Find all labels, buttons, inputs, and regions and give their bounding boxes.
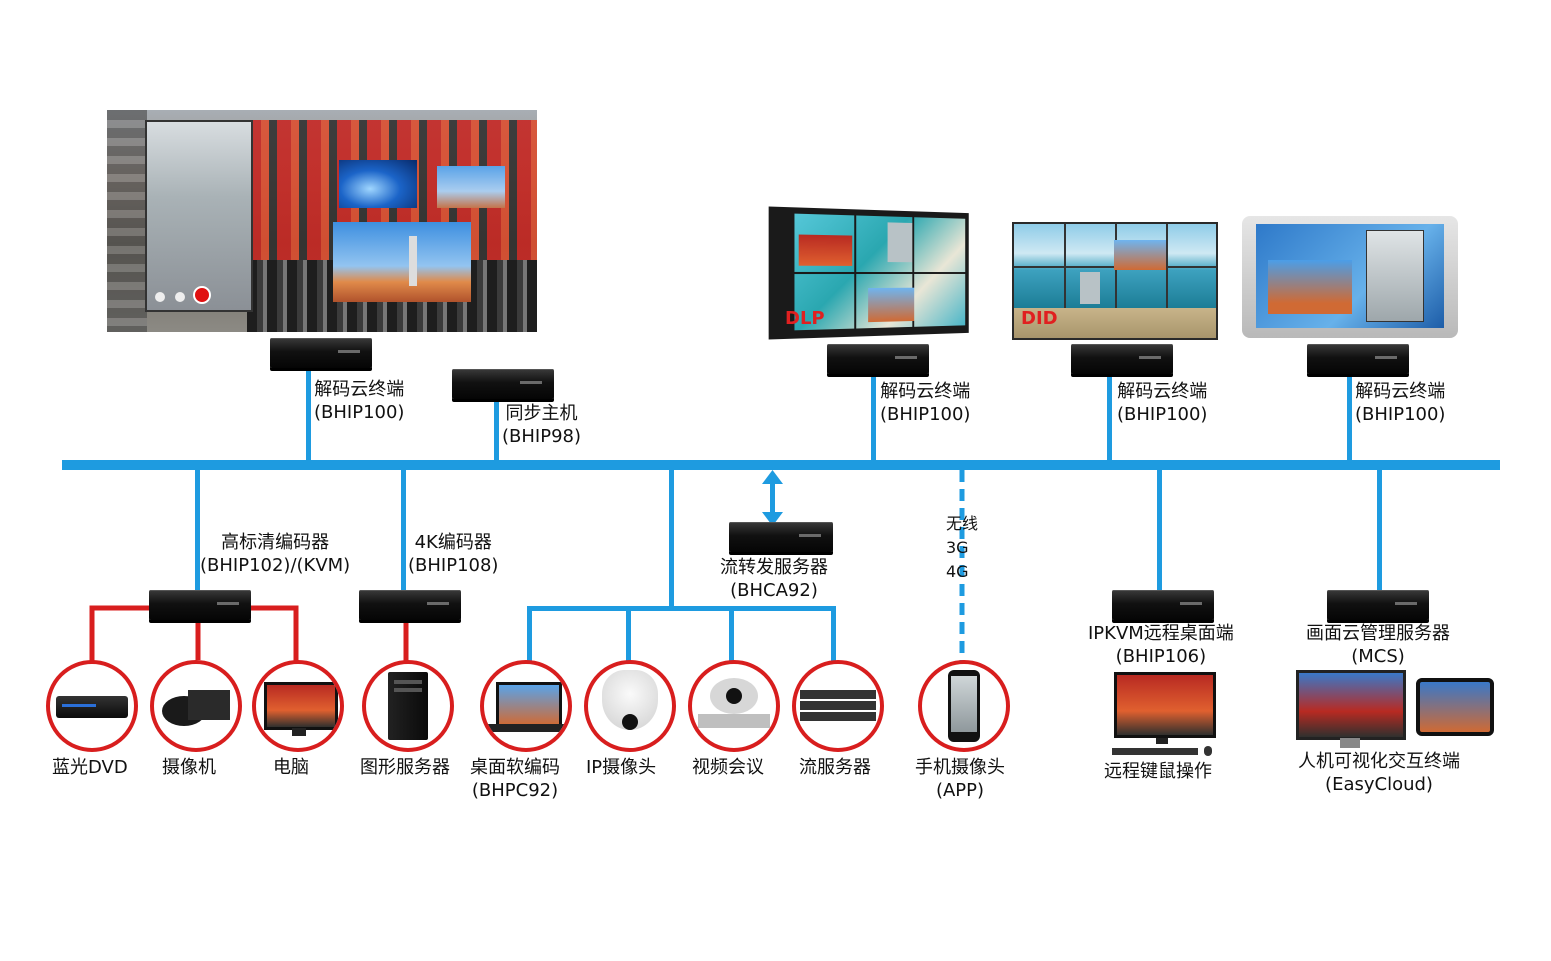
pc-icon [252,660,344,752]
bluray-label: 蓝光DVD [52,756,128,779]
terminal-1-label: 解码云终端(BHIP100) [314,378,404,424]
desktop-encoder-label: 桌面软编码(BHPC92) [470,756,560,802]
dlp-tag: DLP [785,308,825,329]
phone-camera-label: 手机摄像头(APP) [915,756,1005,802]
monitor-display [1242,216,1458,338]
ip-camera-label: IP摄像头 [586,756,656,779]
link-terminal-3 [1107,372,1112,460]
link-ipkvm [1157,470,1162,592]
link-4k-encoder [401,470,406,592]
link-desktop-group [669,470,674,608]
network-bus [62,460,1500,470]
remote-keyboard-label: 远程键鼠操作 [1104,760,1212,783]
stream-server-label: 流转发服务器(BHCA92) [720,556,828,602]
link-terminal-4 [1347,372,1352,460]
earth-view-panel [339,160,417,208]
phone-view-panel [145,120,253,312]
mcs-box [1327,590,1429,620]
did-tag: DID [1021,308,1058,329]
camcorder-label: 摄像机 [162,756,216,779]
video-conference-icon [688,660,780,752]
hd-encoder-label: 高标清编码器(BHIP102)/(KVM) [200,531,350,577]
decoder-terminal-1 [270,338,372,368]
hd-encoder-box [149,590,251,620]
terminal-2-label: 解码云终端(BHIP100) [880,380,970,426]
phone-camera-icon [918,660,1010,752]
link-mcs [1377,470,1382,592]
rocket-view-small [437,166,505,208]
double-arrow-icon [762,470,783,526]
led-video-wall [107,110,537,332]
bluray-icon [46,660,138,752]
decoder-terminal-3 [1071,344,1173,374]
rocket-view-large [333,222,471,302]
sync-host-label: 同步主机(BHIP98) [502,402,581,448]
decoder-terminal-2 [827,344,929,374]
stream-server-device-label: 流服务器 [799,756,871,779]
ipkvm-label: IPKVM远程桌面端(BHIP106) [1088,622,1234,668]
stream-server-icon [792,660,884,752]
graphics-server-label: 图形服务器 [360,756,450,779]
hmi-terminal-icon [1294,668,1490,752]
hmi-terminal-label: 人机可视化交互终端(EasyCloud) [1298,750,1460,796]
encoder-4k-label: 4K编码器(BHIP108) [408,531,498,577]
laptop-icon [480,660,572,752]
wireless-label: 无线3G4G [946,512,978,584]
mcs-label: 画面云管理服务器(MCS) [1306,622,1450,668]
ip-camera-icon [584,660,676,752]
pc-label: 电脑 [273,756,309,779]
link-sync-host [494,398,499,460]
ipkvm-box [1112,590,1214,620]
terminal-4-label: 解码云终端(BHIP100) [1355,380,1445,426]
camcorder-icon [150,660,242,752]
encoder-4k-box [359,590,461,620]
graphics-server-icon [362,660,454,752]
stream-server-box [729,522,833,552]
decoder-terminal-4 [1307,344,1409,374]
video-conference-label: 视频会议 [692,756,764,779]
terminal-3-label: 解码云终端(BHIP100) [1117,380,1207,426]
link-terminal-2 [871,372,876,460]
remote-keyboard-icon [1108,670,1216,758]
link-terminal-1 [306,368,311,460]
desktop-group-bar [527,606,836,611]
sync-host-box [452,369,554,399]
